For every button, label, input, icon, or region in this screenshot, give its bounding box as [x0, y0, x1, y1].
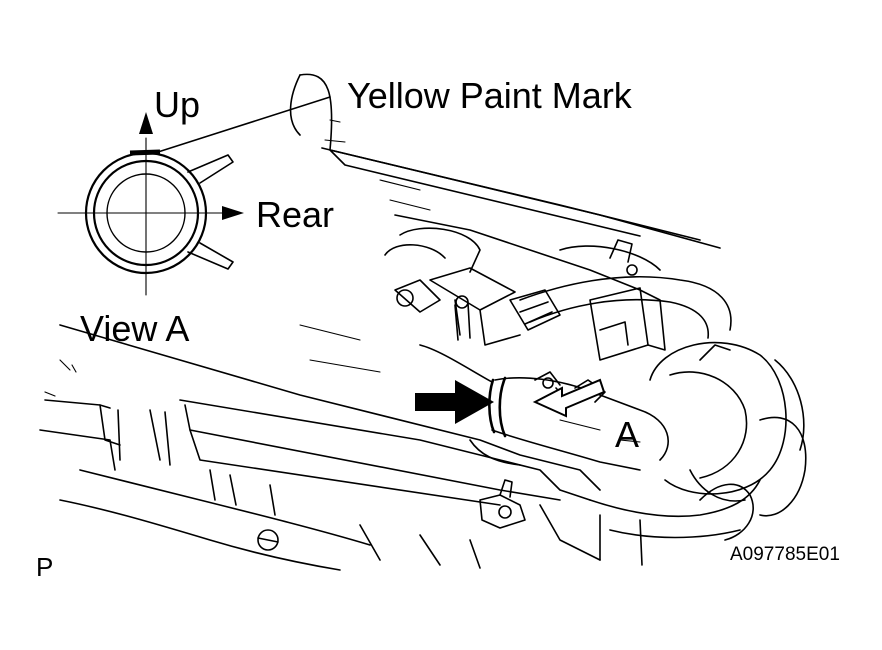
yellow-paint-mark-label: Yellow Paint Mark [347, 75, 633, 116]
view-a-inset [57, 96, 331, 296]
point-a-label: A [615, 414, 639, 455]
rear-label: Rear [256, 194, 334, 235]
hose-section [106, 173, 186, 253]
rear-arrowhead-icon [222, 206, 244, 220]
clamp-tab-upper [187, 154, 234, 184]
up-arrowhead-icon [139, 112, 153, 134]
arrow-right-icon [415, 380, 494, 424]
clamp-tab-lower [187, 242, 234, 270]
view-direction-arrow-icon [532, 378, 606, 418]
figure-code-label: A097785E01 [730, 544, 840, 565]
up-label: Up [154, 84, 200, 125]
paint-mark-line [129, 149, 161, 156]
clamp-inner-ring [92, 159, 200, 267]
engine-illustration [39, 73, 807, 571]
view-a-label: View A [80, 308, 189, 349]
corner-letter-label: P [36, 552, 53, 582]
paint-mark-leader [157, 96, 331, 153]
